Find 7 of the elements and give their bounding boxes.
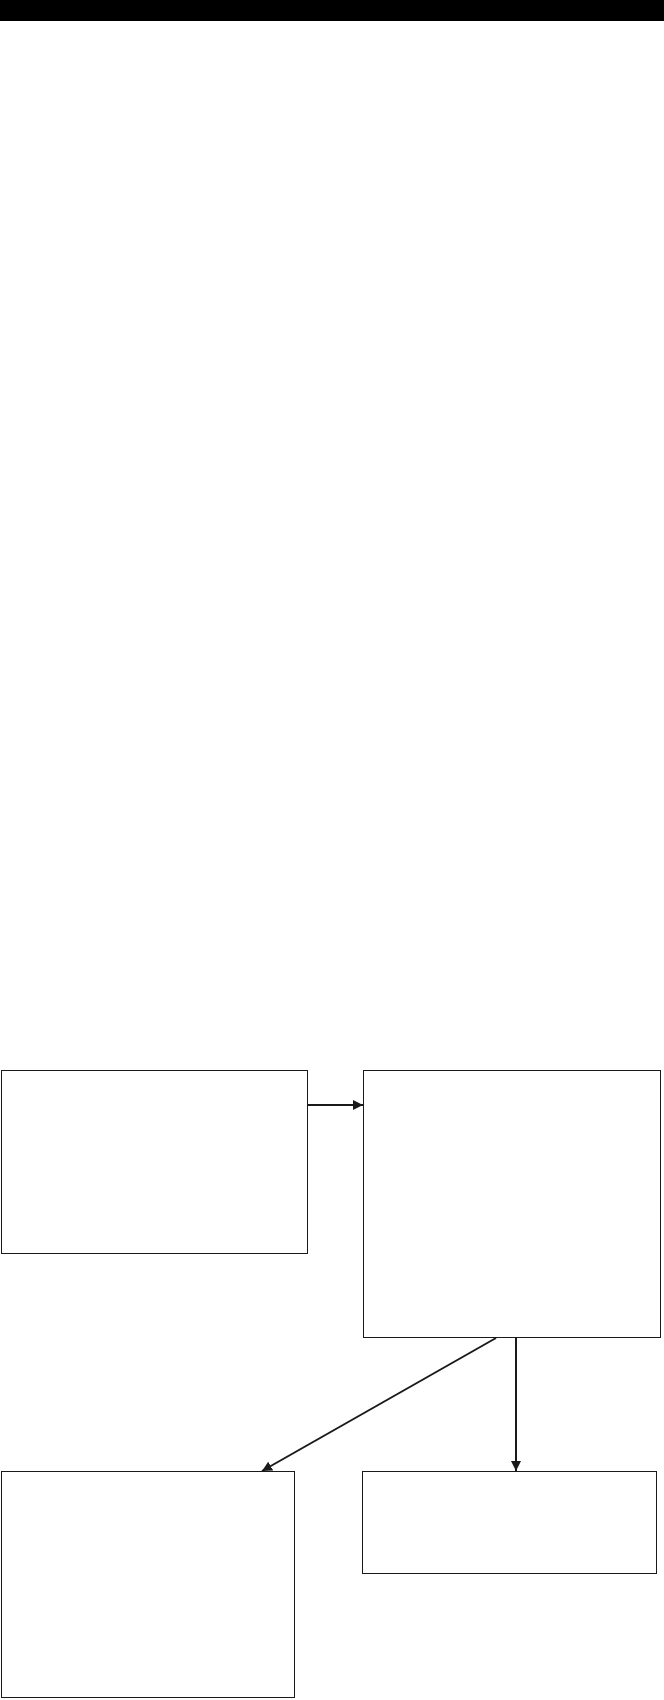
arrow: [307, 1100, 364, 1110]
arrow: [261, 1337, 497, 1472]
arrow: [511, 1337, 521, 1472]
empty-box: [1, 1070, 308, 1254]
empty-box: [362, 1471, 657, 1574]
empty-box: [1, 1471, 295, 1698]
empty-box: [363, 1070, 661, 1338]
